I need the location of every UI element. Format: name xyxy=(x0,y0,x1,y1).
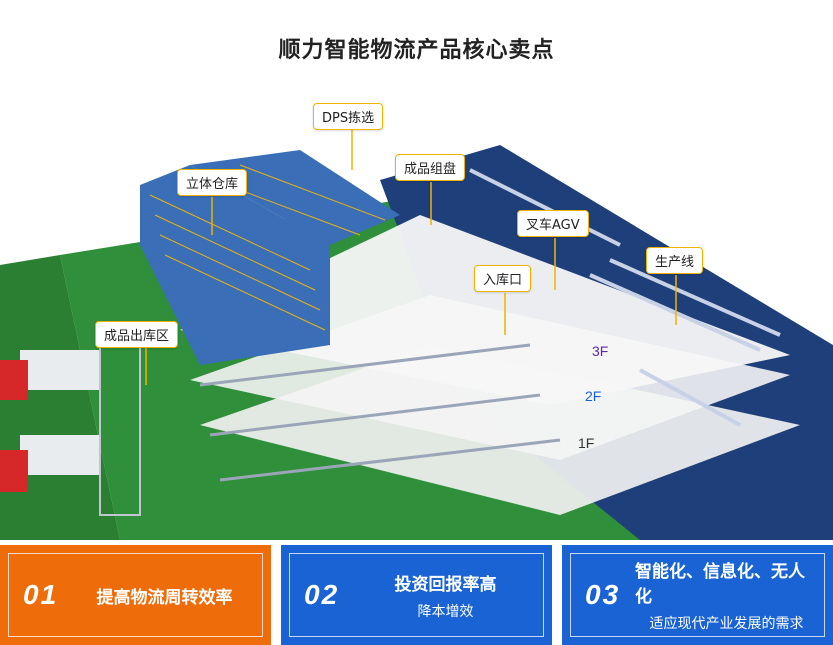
feature-number: 02 xyxy=(304,579,340,610)
feature-title: 提高物流周转效率 xyxy=(96,587,233,608)
production-lines xyxy=(469,168,781,427)
truck-top xyxy=(0,350,100,400)
feature-card-3: 03 智能化、信息化、无人化 适应现代产业发展的需求 xyxy=(562,545,833,645)
feature-card-2: 02 投资回报率高 降本增效 xyxy=(281,545,552,645)
feature-title: 投资回报率高 xyxy=(394,574,497,595)
page-title: 顺力智能物流产品核心卖点 xyxy=(278,38,555,63)
callout-agv: 叉车AGV xyxy=(517,210,589,237)
truck-bottom xyxy=(0,435,100,492)
feature-number: 01 xyxy=(23,579,59,610)
callout-production-line: 生产线 xyxy=(646,247,704,274)
callout-storage: 立体仓库 xyxy=(177,169,248,196)
feature-cards: 01 提高物流周转效率 02 投资回报率高 降本增效 03 智能化、信息化、无人… xyxy=(0,545,833,645)
callout-leaders xyxy=(145,130,677,385)
feature-subtitle: 降本增效 xyxy=(417,603,474,620)
callout-inbound: 入库口 xyxy=(474,265,532,292)
callout-outbound: 成品出库区 xyxy=(95,321,179,348)
floor-label-1f: 1F xyxy=(578,435,595,451)
floor-label-2f: 2F xyxy=(585,388,602,404)
warehouse-illustration: DPS拣选 立体仓库 成品组盘 叉车AGV 生产线 入库口 成品出库区 3F 2… xyxy=(0,95,833,540)
floor-label-3f: 3F xyxy=(592,343,609,359)
feature-title: 智能化、信息化、无人化 xyxy=(635,562,805,607)
feature-card-1: 01 提高物流周转效率 xyxy=(0,545,271,645)
feature-number: 03 xyxy=(585,579,621,610)
warehouse-graphic xyxy=(0,130,833,540)
conveyor-lines xyxy=(199,343,561,482)
callout-dps-picking: DPS拣选 xyxy=(313,103,384,130)
callout-pallet: 成品组盘 xyxy=(395,154,466,181)
feature-subtitle: 适应现代产业发展的需求 xyxy=(649,616,804,632)
floor-3f xyxy=(180,215,790,405)
